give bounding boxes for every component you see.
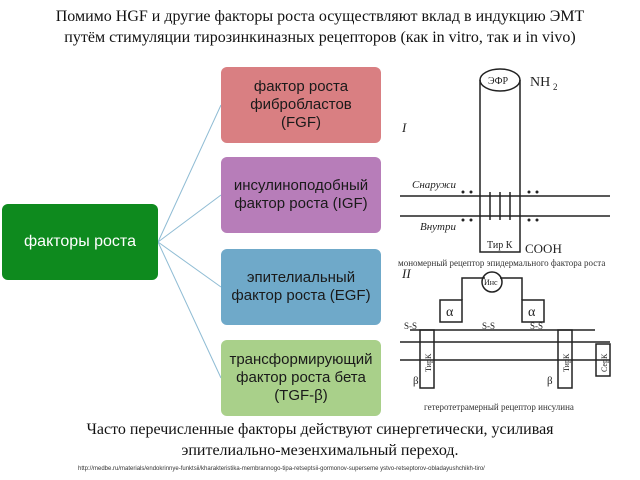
figure-ii-roman-numeral: II: [401, 266, 411, 281]
insulin-label: Инс: [484, 278, 498, 287]
tyrk-label-left: ТирК: [424, 353, 433, 372]
nh2-subscript: 2: [553, 82, 558, 92]
egf-line-2: фактор роста (EGF): [231, 287, 371, 304]
insulin-receptor-figure: [400, 271, 611, 389]
serk-label: СерК: [600, 353, 609, 372]
tgf-line-1: трансформирующий: [229, 351, 373, 368]
beta-label-right: β: [547, 375, 553, 387]
tree-connectors: [157, 104, 222, 379]
fgf-line-2: фибробластов (FGF): [250, 96, 352, 131]
alpha-label-left: α: [446, 305, 454, 320]
inside-label: Внутри: [420, 221, 457, 233]
slide-title: Помимо HGF и другие факторы роста осущес…: [0, 6, 640, 48]
ss-bond-1: S-S: [404, 321, 417, 331]
tyrk-label-right: ТирК: [562, 353, 571, 372]
conclusion-line-1: Часто перечисленные факторы действуют си…: [86, 421, 554, 438]
cooh-label: СООН: [525, 241, 562, 256]
ss-bond-3: S-S: [530, 321, 543, 331]
igf-line-2: фактор роста (IGF): [234, 195, 368, 212]
source-url[interactable]: http://medbe.ru/materials/endokrinnye-fu…: [78, 466, 485, 472]
tgf-line-2: фактор роста бета: [236, 369, 366, 386]
igf-line-1: инсулиноподобный: [233, 177, 369, 194]
tgf-line-3: (TGF-β): [274, 387, 328, 404]
tyrk-label-top: Тир К: [487, 240, 513, 251]
conclusion-text: Часто перечисленные факторы действуют си…: [0, 419, 640, 461]
figure-i-roman-numeral: I: [401, 120, 407, 135]
title-line-2: путём стимуляции тирозинкиназных рецепто…: [64, 29, 576, 46]
conclusion-line-2: эпителиально-мезенхимальный переход.: [181, 442, 459, 459]
nh2-label: NH: [530, 75, 550, 90]
egf-node: эпителиальный фактор роста (EGF): [221, 249, 381, 325]
alpha-label-right: α: [528, 305, 536, 320]
root-label: факторы роста: [24, 233, 136, 250]
fgf-line-1: фактор роста: [253, 78, 349, 95]
igf-node: инсулиноподобный фактор роста (IGF): [221, 157, 381, 233]
fgf-node: фактор роста фибробластов (FGF): [221, 67, 381, 143]
growth-factors-root-node: факторы роста: [2, 204, 158, 280]
egf-line-1: эпителиальный: [246, 269, 356, 286]
efr-label: ЭФР: [488, 76, 509, 87]
tgf-beta-node: трансформирующий фактор роста бета (TGF-…: [221, 340, 381, 416]
title-line-1: Помимо HGF и другие факторы роста осущес…: [55, 8, 585, 25]
insulin-receptor-caption: гетеротетрамерный рецептор инсулина: [424, 402, 574, 412]
outside-label: Снаружи: [412, 179, 456, 191]
ss-bond-2: S-S: [482, 321, 495, 331]
egf-receptor-figure: [400, 68, 610, 253]
egf-receptor-caption: мономерный рецептор эпидермального факто…: [398, 258, 606, 268]
beta-label-left: β: [413, 375, 419, 387]
